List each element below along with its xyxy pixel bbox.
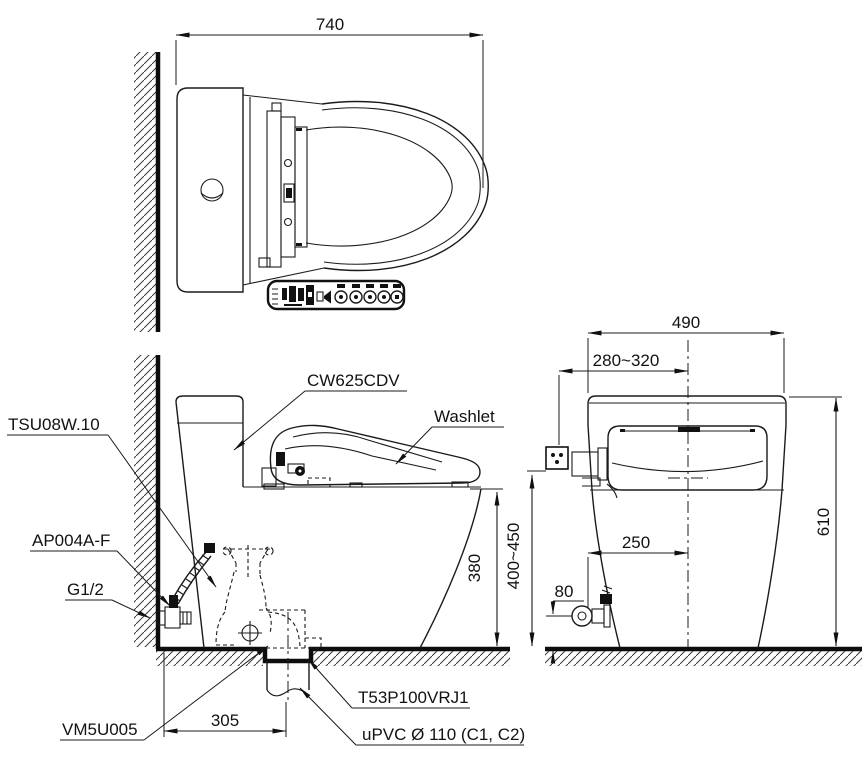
lid-slot xyxy=(678,427,700,432)
label-flange: VM5U005 xyxy=(62,720,138,739)
outlet-pin-icon xyxy=(555,460,559,464)
label-washlet: Washlet xyxy=(434,407,495,426)
label-model: CW625CDV xyxy=(307,371,400,390)
remote-slider-icon xyxy=(298,288,304,301)
tank-inlet-fitting xyxy=(571,447,618,499)
dim-305: 305 xyxy=(163,653,287,737)
flush-button xyxy=(200,178,224,202)
supply-hose xyxy=(171,551,207,601)
supply-valve-rear xyxy=(546,585,613,628)
dim-380: 380 xyxy=(465,488,503,647)
hinge-bolt xyxy=(276,452,285,466)
dim-400-450-text: 400~450 xyxy=(504,523,523,590)
outlet-pin-icon xyxy=(559,453,563,457)
dim-380-text: 380 xyxy=(465,554,484,582)
side-view-labels: TSU08W.10 AP004A-F G1/2 VM5U005 CW625CDV… xyxy=(7,371,525,746)
remote-round-buttons xyxy=(334,284,404,304)
floor-hatch xyxy=(545,651,862,666)
remote-control xyxy=(266,279,406,311)
label-supply-hose: TSU08W.10 xyxy=(8,415,100,434)
washlet-plate-plan xyxy=(258,102,308,268)
dim-80: 80 xyxy=(550,582,584,664)
dim-280-320: 280~320 xyxy=(558,351,689,445)
label-angle-valve: AP004A-F xyxy=(32,531,110,550)
outlet-box xyxy=(545,446,569,470)
floor-hatch xyxy=(156,651,263,666)
screw-icon xyxy=(283,158,293,168)
dim-490: 490 xyxy=(587,313,785,393)
outlet-pin-icon xyxy=(551,453,555,457)
screw-icon xyxy=(283,217,293,227)
dim-280-320-text: 280~320 xyxy=(593,351,660,370)
dim-250: 250 xyxy=(587,533,689,608)
tank-plan xyxy=(176,87,244,293)
valve-body xyxy=(164,606,181,629)
dim-490-text: 490 xyxy=(672,313,700,332)
dim-610-text: 610 xyxy=(814,508,833,536)
label-drain-pipe: uPVC Ø 110 (C1, C2) xyxy=(362,725,525,744)
valve-handle xyxy=(169,595,178,608)
remote-slider-icon xyxy=(289,286,296,302)
side-view: 380 305 TSU08W.10 AP004A-F G1/2 VM5U005 … xyxy=(7,355,525,746)
dim-80-text: 80 xyxy=(555,582,574,601)
dim-305-text: 305 xyxy=(211,711,239,730)
remote-slider-icon xyxy=(282,288,287,300)
drain-pipe xyxy=(266,612,310,702)
bowl-plan xyxy=(305,100,489,272)
dim-740: 740 xyxy=(175,15,484,188)
dim-740-text: 740 xyxy=(316,15,344,34)
label-drain-joint: T53P100VRJ1 xyxy=(358,688,469,707)
label-thread: G1/2 xyxy=(67,580,104,599)
tank-bowl-transition xyxy=(242,94,325,286)
wall-hatch-top-view xyxy=(134,52,158,332)
remote-button xyxy=(316,291,324,302)
internal-valve-dashed xyxy=(215,545,322,649)
top-view: 740 xyxy=(134,15,489,332)
toilet-body-rear xyxy=(587,395,787,649)
speaker-icon xyxy=(324,290,331,304)
toilet-body-side xyxy=(175,395,482,649)
angle-valve-assembly xyxy=(156,543,215,629)
floor-hatch xyxy=(313,651,510,666)
washlet-side xyxy=(261,424,481,490)
rear-view: 490 280~320 610 250 80 xyxy=(504,313,862,666)
dim-400-450: 400~450 xyxy=(504,470,546,647)
remote-label-marks xyxy=(272,288,278,305)
dim-250-text: 250 xyxy=(622,533,650,552)
dim-610: 610 xyxy=(789,396,842,647)
wall-hatch-side-view xyxy=(134,355,158,647)
